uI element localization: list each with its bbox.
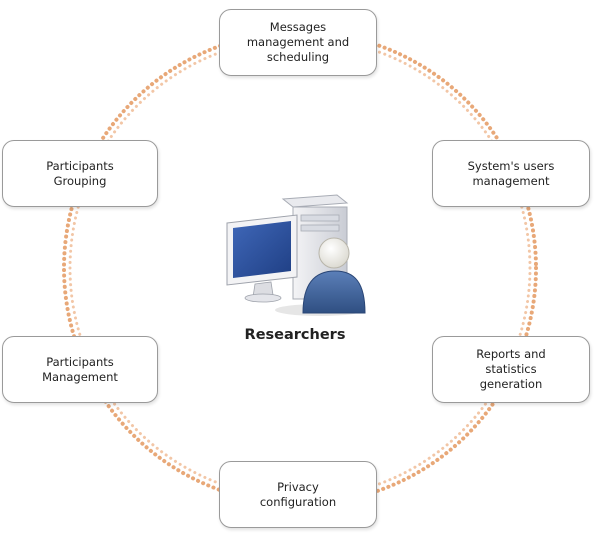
node-messages-management: Messages management and scheduling (219, 9, 377, 76)
center-label: Researchers (244, 327, 346, 343)
node-participants-grouping: Participants Grouping (2, 140, 158, 207)
node-system-users-management: System's users management (432, 140, 590, 207)
node-reports-statistics: Reports and statistics generation (432, 336, 590, 403)
researcher-computer-icon (226, 194, 366, 316)
node-privacy-configuration: Privacy configuration (219, 461, 377, 528)
node-participants-management: Participants Management (2, 336, 158, 403)
